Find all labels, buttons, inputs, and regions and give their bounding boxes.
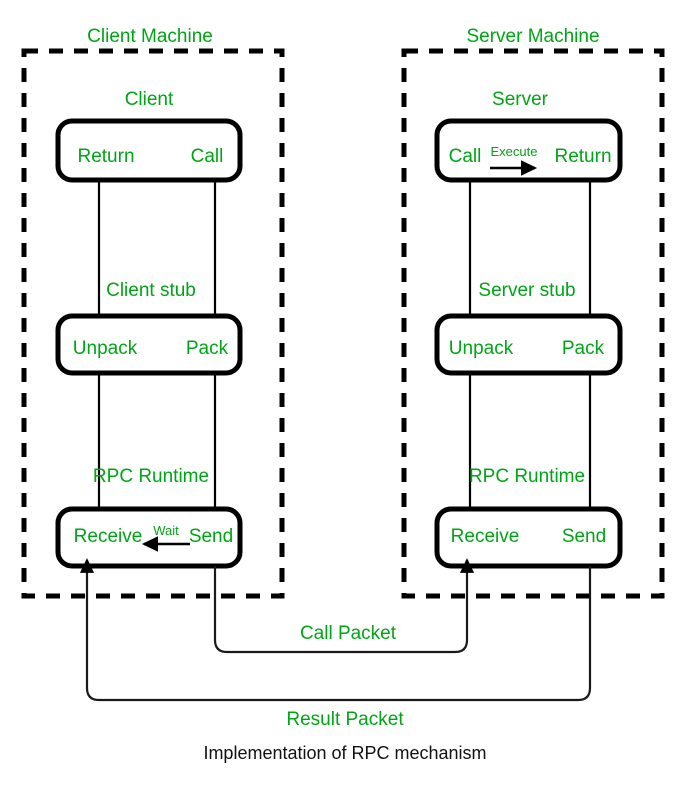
server-unpack-label: Unpack xyxy=(449,338,514,359)
client-machine-frame xyxy=(21,48,285,599)
client-unpack-label: Unpack xyxy=(73,338,138,359)
client-stub-title: Client stub xyxy=(106,280,196,301)
client-box[interactable] xyxy=(55,118,243,183)
client-receive-label: Receive xyxy=(74,526,143,547)
client-call-label: Call xyxy=(191,146,224,167)
client-return-label: Return xyxy=(77,146,134,167)
client-machine-title: Client Machine xyxy=(87,26,213,47)
client-wait-label: Wait xyxy=(153,523,179,538)
server-stub-title: Server stub xyxy=(478,280,575,301)
server-machine-frame xyxy=(401,48,665,599)
client-runtime-title: RPC Runtime xyxy=(93,466,209,487)
client-layer-title: Client xyxy=(125,89,174,110)
server-execute-label: Execute xyxy=(491,144,538,159)
server-runtime-box[interactable] xyxy=(434,506,623,569)
call-packet-label: Call Packet xyxy=(300,623,397,644)
server-return-label: Return xyxy=(554,146,611,167)
server-machine-title: Server Machine xyxy=(466,26,599,47)
server-layer-title: Server xyxy=(492,89,549,110)
server-box[interactable] xyxy=(434,118,623,183)
server-pack-label: Pack xyxy=(562,338,605,359)
diagram-caption: Implementation of RPC mechanism xyxy=(203,743,486,763)
result-packet-label: Result Packet xyxy=(286,709,404,730)
client-stub-box[interactable] xyxy=(55,313,243,376)
call-packet-path xyxy=(213,558,475,654)
server-runtime-title: RPC Runtime xyxy=(469,466,585,487)
server-send-label: Send xyxy=(562,526,606,547)
client-pack-label: Pack xyxy=(186,338,229,359)
server-call-label: Call xyxy=(449,146,482,167)
server-stub-box[interactable] xyxy=(434,313,623,376)
client-send-label: Send xyxy=(189,526,233,547)
server-receive-label: Receive xyxy=(451,526,520,547)
result-packet-path xyxy=(79,558,592,702)
